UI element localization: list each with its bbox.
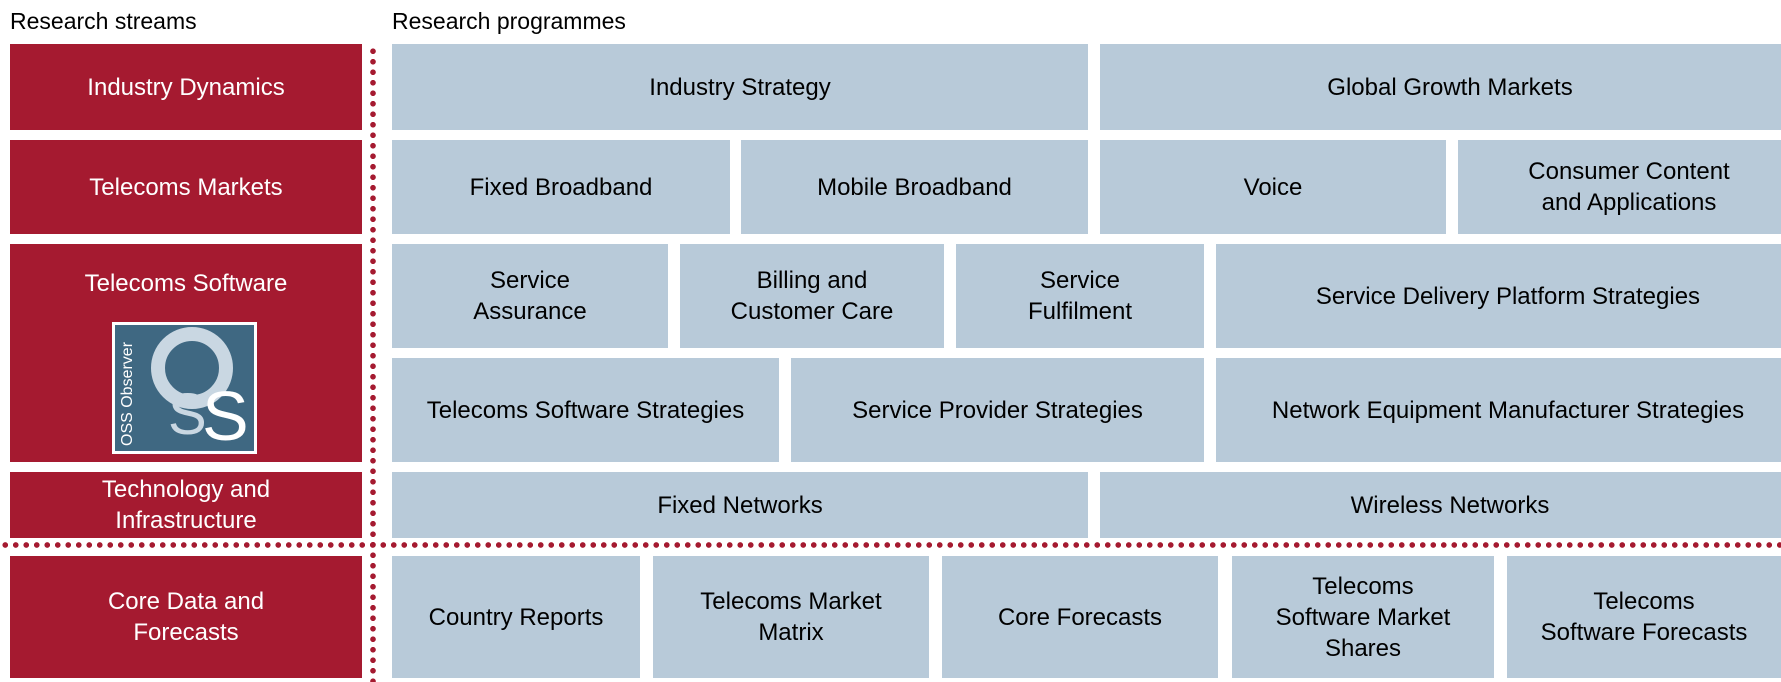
stream-technology-infrastructure[interactable]: Technology and Infrastructure: [10, 472, 362, 538]
stream-industry-dynamics[interactable]: Industry Dynamics: [10, 44, 362, 130]
oss-observer-logo: S S OSS Observer: [112, 322, 257, 454]
programme-box[interactable]: Service Delivery Platform Strategies: [1216, 244, 1781, 348]
svg-text:S: S: [168, 382, 207, 447]
stream-label: Telecoms Markets: [89, 173, 283, 201]
programme-box[interactable]: Telecoms Market Matrix: [653, 556, 929, 678]
programme-box[interactable]: Core Forecasts: [942, 556, 1218, 678]
programme-box[interactable]: Fixed Broadband: [392, 140, 730, 234]
programme-box[interactable]: Telecoms Software Strategies: [392, 358, 779, 462]
programme-label: Consumer Content and Applications: [1528, 158, 1730, 216]
programme-label: Country Reports: [428, 603, 604, 631]
programme-box[interactable]: Consumer Content and Applications: [1458, 140, 1781, 234]
programme-box[interactable]: Telecoms Software Forecasts: [1507, 556, 1781, 678]
programme-label: Telecoms Software Market Shares: [1275, 572, 1451, 662]
programme-box[interactable]: Voice: [1100, 140, 1446, 234]
stream-label: Technology and Infrastructure: [101, 476, 271, 534]
programme-box[interactable]: Industry Strategy: [392, 44, 1088, 130]
programme-box[interactable]: Telecoms Software Market Shares: [1232, 556, 1494, 678]
svg-text:S: S: [202, 377, 249, 454]
programme-box[interactable]: Service Assurance: [392, 244, 668, 348]
programme-label: Network Equipment Manufacturer Strategie…: [1271, 396, 1745, 424]
programme-label: Service Delivery Platform Strategies: [1315, 282, 1701, 310]
programme-label: Service Fulfilment: [1027, 267, 1133, 325]
programme-box[interactable]: Fixed Networks: [392, 472, 1088, 538]
horizontal-dotted-divider: [0, 542, 1781, 548]
stream-telecoms-markets[interactable]: Telecoms Markets: [10, 140, 362, 234]
programme-label: Service Assurance: [473, 267, 587, 325]
stream-label: Core Data and Forecasts: [107, 588, 265, 646]
programme-label: Global Growth Markets: [1327, 73, 1573, 101]
vertical-dotted-divider: [370, 46, 376, 682]
programme-label: Fixed Networks: [657, 491, 823, 519]
programme-label: Mobile Broadband: [817, 173, 1012, 201]
streams-header: Research streams: [10, 8, 197, 34]
programme-label: Voice: [1243, 173, 1303, 201]
programme-box[interactable]: Service Fulfilment: [956, 244, 1204, 348]
programme-label: Industry Strategy: [649, 73, 831, 101]
programme-label: Fixed Broadband: [469, 173, 653, 201]
stream-core-data[interactable]: Core Data and Forecasts: [10, 556, 362, 678]
programme-box[interactable]: Service Provider Strategies: [791, 358, 1204, 462]
programme-label: Telecoms Software Forecasts: [1540, 588, 1748, 646]
programme-box[interactable]: Country Reports: [392, 556, 640, 678]
programme-box[interactable]: Billing and Customer Care: [680, 244, 944, 348]
programme-box[interactable]: Global Growth Markets: [1100, 44, 1781, 130]
programme-label: Billing and Customer Care: [730, 267, 894, 325]
logo-text: OSS Observer: [119, 341, 136, 446]
programme-box[interactable]: Wireless Networks: [1100, 472, 1781, 538]
programme-label: Telecoms Market Matrix: [700, 588, 882, 646]
programme-label: Wireless Networks: [1350, 491, 1550, 519]
programme-box[interactable]: Network Equipment Manufacturer Strategie…: [1216, 358, 1781, 462]
programme-label: Service Provider Strategies: [852, 396, 1143, 424]
oss-observer-logo-graphic: S S OSS Observer: [115, 325, 254, 454]
programme-box[interactable]: Mobile Broadband: [741, 140, 1088, 234]
stream-label: Telecoms Software: [84, 270, 288, 297]
programme-label: Core Forecasts: [997, 603, 1163, 631]
programme-label: Telecoms Software Strategies: [426, 396, 745, 424]
programmes-header: Research programmes: [392, 8, 626, 34]
stream-label: Industry Dynamics: [87, 73, 285, 101]
